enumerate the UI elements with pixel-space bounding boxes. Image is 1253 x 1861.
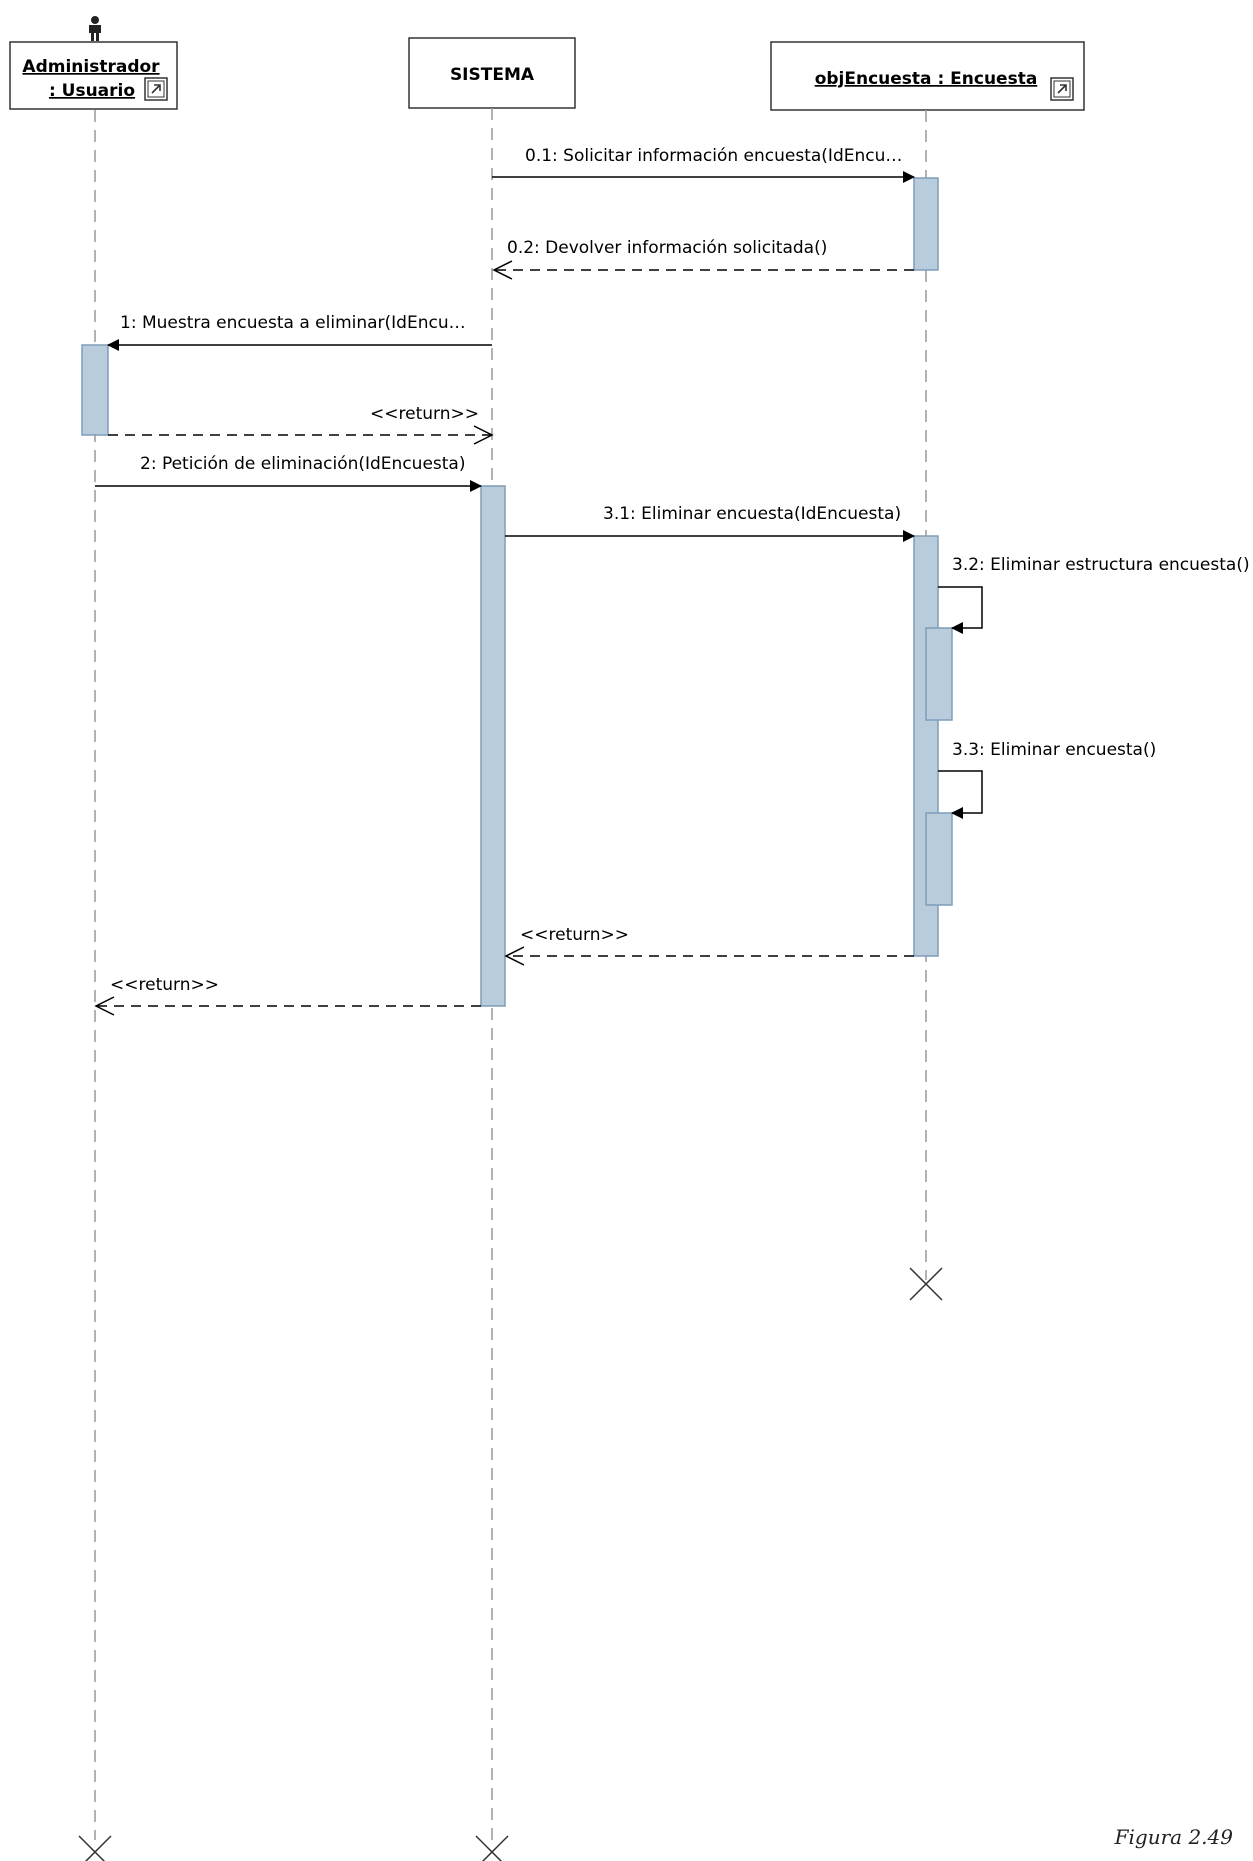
message-1-return-label: <<return>>: [370, 404, 479, 424]
message-3-2-label: 3.2: Eliminar estructura encuesta(): [952, 555, 1250, 575]
shortcut-icon: [144, 77, 168, 101]
open-arrowhead: [492, 260, 513, 280]
open-arrowhead: [94, 996, 115, 1016]
message-3-1-label: 3.1: Eliminar encuesta(IdEncuesta): [603, 504, 901, 524]
destroy-mark-sistema: [475, 1835, 509, 1861]
activation-sistema-1: [480, 485, 506, 1007]
lifeline-encuesta-header[interactable]: objEncuesta : Encuesta: [770, 41, 1085, 111]
activation-admin-1: [81, 344, 109, 436]
actor-icon: [89, 16, 101, 41]
activation-encuesta-3: [925, 627, 953, 721]
figure-caption: Figura 2.49: [1114, 1825, 1233, 1849]
open-arrowhead: [473, 425, 494, 445]
activation-encuesta-4: [925, 812, 953, 906]
message-3-2-arrow: [938, 586, 983, 634]
encuesta-name: objEncuesta : Encuesta: [815, 69, 1038, 89]
admin-type: : Usuario: [49, 81, 135, 101]
message-2-label: 2: Petición de eliminación(IdEncuesta): [140, 454, 465, 474]
activation-encuesta-1: [913, 177, 939, 271]
open-arrowhead: [504, 946, 525, 966]
admin-name: Administrador: [22, 57, 160, 77]
lifeline-sistema-header[interactable]: SISTEMA: [408, 37, 576, 109]
message-3-3-label: 3.3: Eliminar encuesta(): [952, 740, 1156, 760]
destroy-mark-encuesta: [909, 1267, 943, 1301]
message-2-return-label: <<return>>: [110, 975, 219, 995]
message-1-label: 1: Muestra encuesta a eliminar(IdEncu…: [120, 313, 466, 333]
message-0-1-label: 0.1: Solicitar información encuesta(IdEn…: [525, 146, 902, 166]
destroy-mark-admin: [78, 1835, 112, 1861]
sistema-name: SISTEMA: [450, 65, 535, 85]
shortcut-icon: [1050, 77, 1074, 101]
message-3-3-arrow: [938, 770, 983, 819]
message-3-return-label: <<return>>: [520, 925, 629, 945]
message-0-2-label: 0.2: Devolver información solicitada(): [507, 238, 827, 258]
lifeline-admin-header[interactable]: Administrador : Usuario: [9, 41, 178, 110]
